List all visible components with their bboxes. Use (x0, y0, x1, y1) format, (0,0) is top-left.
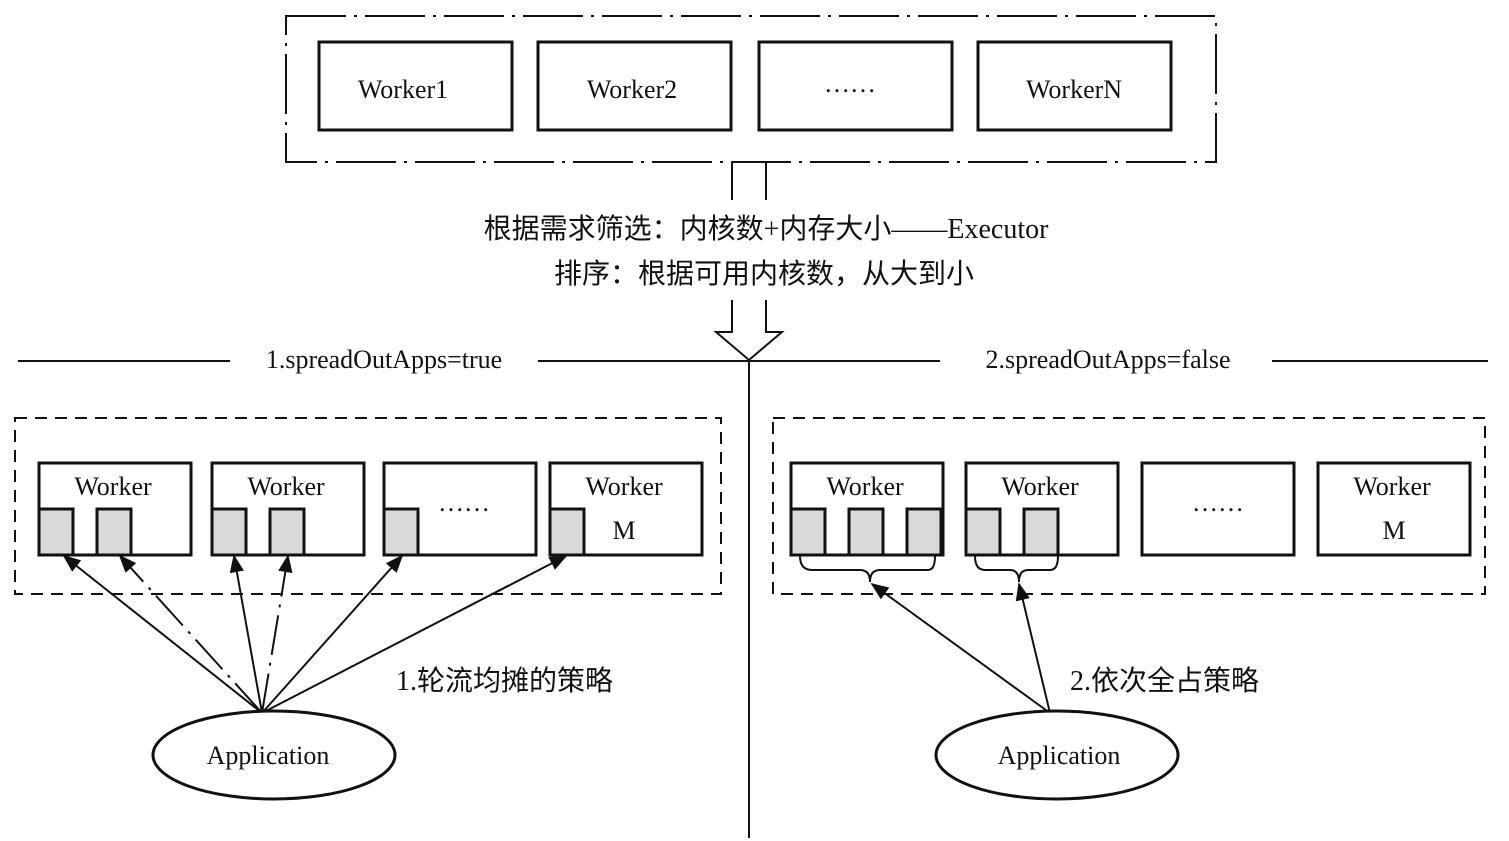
top-worker-n-label: WorkerN (1026, 75, 1122, 104)
right-cluster-border (772, 417, 1486, 595)
right-worker-1: Worker (789, 461, 945, 557)
top-worker-ellipsis: …… (757, 40, 954, 132)
core-slot (789, 507, 827, 557)
left-worker-2: Worker (210, 461, 366, 557)
right-worker-1-label: Worker (826, 472, 904, 501)
left-worker-4-label: Worker (585, 472, 663, 501)
section-left-title: 1.spreadOutApps=true (266, 345, 502, 374)
arrow-to-wm-slot1 (261, 555, 568, 714)
right-worker-3-label: …… (1192, 488, 1244, 517)
core-slot (1022, 507, 1060, 557)
arrow-to-w3-slot1 (261, 554, 404, 714)
top-worker-ellipsis-label: …… (824, 69, 876, 98)
right-strategy-label: 2.依次全占策略 (1070, 665, 1259, 697)
core-slot (210, 507, 248, 557)
arrow-to-w1-slot1 (62, 554, 263, 714)
right-application-label: Application (998, 741, 1121, 770)
brace-worker1 (799, 555, 936, 583)
right-worker-4-label: Worker (1353, 472, 1431, 501)
core-slot (548, 507, 586, 557)
right-worker-2: Worker (964, 461, 1120, 557)
top-worker-n: WorkerN (976, 40, 1173, 132)
top-worker-2: Worker2 (536, 40, 733, 132)
left-worker-2-label: Worker (247, 472, 325, 501)
core-slot (964, 507, 1002, 557)
core-slot (95, 507, 133, 557)
filter-text-line1: 根据需求筛选：内核数+内存大小——Executor (484, 213, 1050, 245)
top-worker-2-label: Worker2 (587, 75, 677, 104)
filter-text-line2: 排序：根据可用内核数，从大到小 (554, 258, 974, 290)
section-right-title: 2.spreadOutApps=false (986, 345, 1231, 374)
flow-down-arrow-icon (713, 300, 785, 362)
core-slot (847, 507, 885, 557)
brace-worker2 (974, 555, 1059, 583)
arrow-to-w2-slot1 (229, 554, 263, 714)
top-worker-1: Worker1 (317, 40, 514, 132)
core-slot (382, 507, 420, 557)
arrow-to-brace1 (870, 582, 1051, 714)
left-worker-3: …… (382, 461, 538, 557)
arrow-to-w1-slot2 (118, 554, 263, 714)
core-slot (268, 507, 306, 557)
core-slot (905, 507, 943, 557)
left-application-label: Application (207, 741, 330, 770)
right-arrows (870, 582, 1051, 714)
arrow-to-w2-slot2 (261, 554, 293, 714)
left-application: Application (151, 709, 397, 801)
left-worker-4-sublabel: M (612, 516, 635, 545)
top-worker-1-label: Worker1 (358, 75, 448, 104)
right-worker-4-sublabel: M (1382, 516, 1405, 545)
worker-cluster-border (285, 15, 1217, 163)
left-worker-1: Worker (37, 461, 193, 557)
right-application: Application (934, 709, 1180, 801)
left-arrows (62, 554, 568, 714)
left-worker-3-label: …… (438, 488, 490, 517)
core-slot (37, 507, 75, 557)
arrow-to-brace2 (1015, 582, 1051, 714)
right-worker-3: …… (1140, 461, 1296, 557)
left-strategy-label: 1.轮流均摊的策略 (396, 665, 613, 697)
left-worker-1-label: Worker (74, 472, 152, 501)
right-worker-2-label: Worker (1001, 472, 1079, 501)
